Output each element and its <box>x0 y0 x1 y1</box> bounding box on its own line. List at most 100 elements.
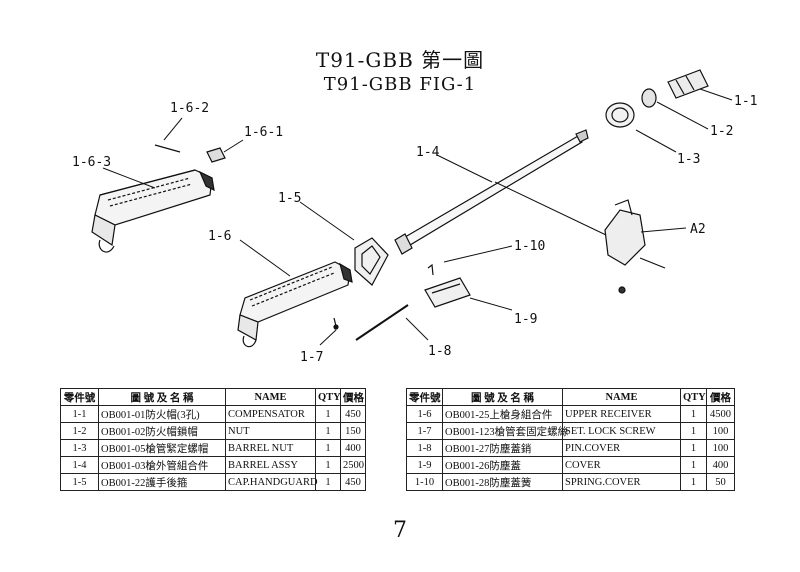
barrel-illustration <box>394 129 589 255</box>
page-number: 7 <box>393 518 407 543</box>
part-number: 1-8 <box>406 439 443 457</box>
header-qty: QTY <box>680 388 707 406</box>
dust-cover-illustration <box>424 277 471 308</box>
part-number: 1-5 <box>60 473 99 491</box>
qty: 1 <box>680 405 707 423</box>
qty: 1 <box>680 456 707 474</box>
barrel-nut-illustration <box>605 102 635 128</box>
price: 4500 <box>706 405 735 423</box>
header-drawing-name: 圖 號 及 名 稱 <box>442 388 563 406</box>
qty: 1 <box>315 422 341 440</box>
price: 400 <box>706 456 735 474</box>
table-header-row: 零件號 圖 號 及 名 稱 NAME QTY 價格 <box>60 388 366 406</box>
qty: 1 <box>680 439 707 457</box>
handguard-cap-illustration <box>354 237 389 286</box>
part-name: UPPER RECEIVER <box>562 405 681 423</box>
drawing-name: OB001-02防火帽鎖帽 <box>98 422 226 440</box>
header-price: 價格 <box>340 388 366 406</box>
header-price: 價格 <box>706 388 735 406</box>
spring-cover-illustration <box>427 263 434 276</box>
drawing-name: OB001-123槍管套固定螺絲 <box>442 422 568 440</box>
qty: 1 <box>315 405 341 423</box>
part-name: CAP.HANDGUARD <box>225 473 318 491</box>
part-name: COVER <box>562 456 681 474</box>
drawing-name: OB001-28防塵蓋簧 <box>442 473 563 491</box>
drawing-name: OB001-03槍外管組合件 <box>98 456 226 474</box>
drawing-name: OB001-27防塵蓋銷 <box>442 439 563 457</box>
drawing-name: OB001-25上槍身組合件 <box>442 405 563 423</box>
price: 450 <box>340 405 366 423</box>
price: 2500 <box>340 456 366 474</box>
drawing-name: OB001-01防火帽(3孔) <box>98 405 226 423</box>
header-part-number: 零件號 <box>406 388 443 406</box>
qty: 1 <box>680 473 707 491</box>
price: 100 <box>706 422 735 440</box>
dust-cover-pin-illustration <box>355 304 409 341</box>
callout-1-1: 1-1 <box>734 94 757 109</box>
part-number: 1-3 <box>60 439 99 457</box>
header-part-number: 零件號 <box>60 388 99 406</box>
part-number: 1-10 <box>406 473 443 491</box>
diagram-title-chinese: T91-GBB 第一圖 <box>315 48 485 72</box>
part-number: 1-4 <box>60 456 99 474</box>
price: 50 <box>706 473 735 491</box>
price: 400 <box>340 439 366 457</box>
upper-receiver-illustration <box>237 261 353 348</box>
forward-assist-part-illustration <box>206 147 226 163</box>
drawing-name: OB001-26防塵蓋 <box>442 456 563 474</box>
callout-1-6-2: 1-6-2 <box>170 101 209 116</box>
qty: 1 <box>315 473 341 491</box>
part-number: 1-9 <box>406 456 443 474</box>
callout-1-6-1: 1-6-1 <box>244 125 283 140</box>
callout-1-2: 1-2 <box>710 124 733 139</box>
header-name: NAME <box>562 388 681 406</box>
exploded-parts-diagram: 1-6-2 1-6-1 1-6-3 1-6 1-5 1-4 1-10 1-9 1… <box>72 69 757 365</box>
header-drawing-name: 圖 號 及 名 稱 <box>98 388 226 406</box>
header-name: NAME <box>225 388 316 406</box>
callout-1-6-3: 1-6-3 <box>72 155 111 170</box>
front-sight-illustration <box>604 199 666 294</box>
callout-1-4: 1-4 <box>416 145 440 160</box>
qty: 1 <box>315 456 341 474</box>
qty: 1 <box>680 422 707 440</box>
price: 150 <box>340 422 366 440</box>
callout-1-7: 1-7 <box>300 350 323 365</box>
callout-1-9: 1-9 <box>514 312 537 327</box>
callout-1-6: 1-6 <box>208 229 231 244</box>
part-name: SET. LOCK SCREW <box>562 422 681 440</box>
part-number: 1-1 <box>60 405 99 423</box>
part-name: NUT <box>225 422 316 440</box>
callout-1-10: 1-10 <box>514 239 545 254</box>
part-name: BARREL NUT <box>225 439 316 457</box>
pin-1-6-2-illustration <box>154 144 181 153</box>
nut-illustration <box>641 88 657 108</box>
part-name: BARREL ASSY <box>225 456 316 474</box>
header-qty: QTY <box>315 388 341 406</box>
part-name: COMPENSATOR <box>225 405 316 423</box>
part-number: 1-6 <box>406 405 443 423</box>
callout-1-8: 1-8 <box>428 344 451 359</box>
part-name: PIN.COVER <box>562 439 681 457</box>
part-number: 1-2 <box>60 422 99 440</box>
callout-1-3: 1-3 <box>677 152 700 167</box>
compensator-illustration <box>667 69 709 99</box>
callout-1-5: 1-5 <box>278 191 301 206</box>
part-name: SPRING.COVER <box>562 473 681 491</box>
callout-a2: A2 <box>690 222 706 237</box>
table-header-row: 零件號 圖 號 及 名 稱 NAME QTY 價格 <box>406 388 735 406</box>
qty: 1 <box>315 439 341 457</box>
part-number: 1-7 <box>406 422 443 440</box>
price: 100 <box>706 439 735 457</box>
price: 450 <box>340 473 366 491</box>
